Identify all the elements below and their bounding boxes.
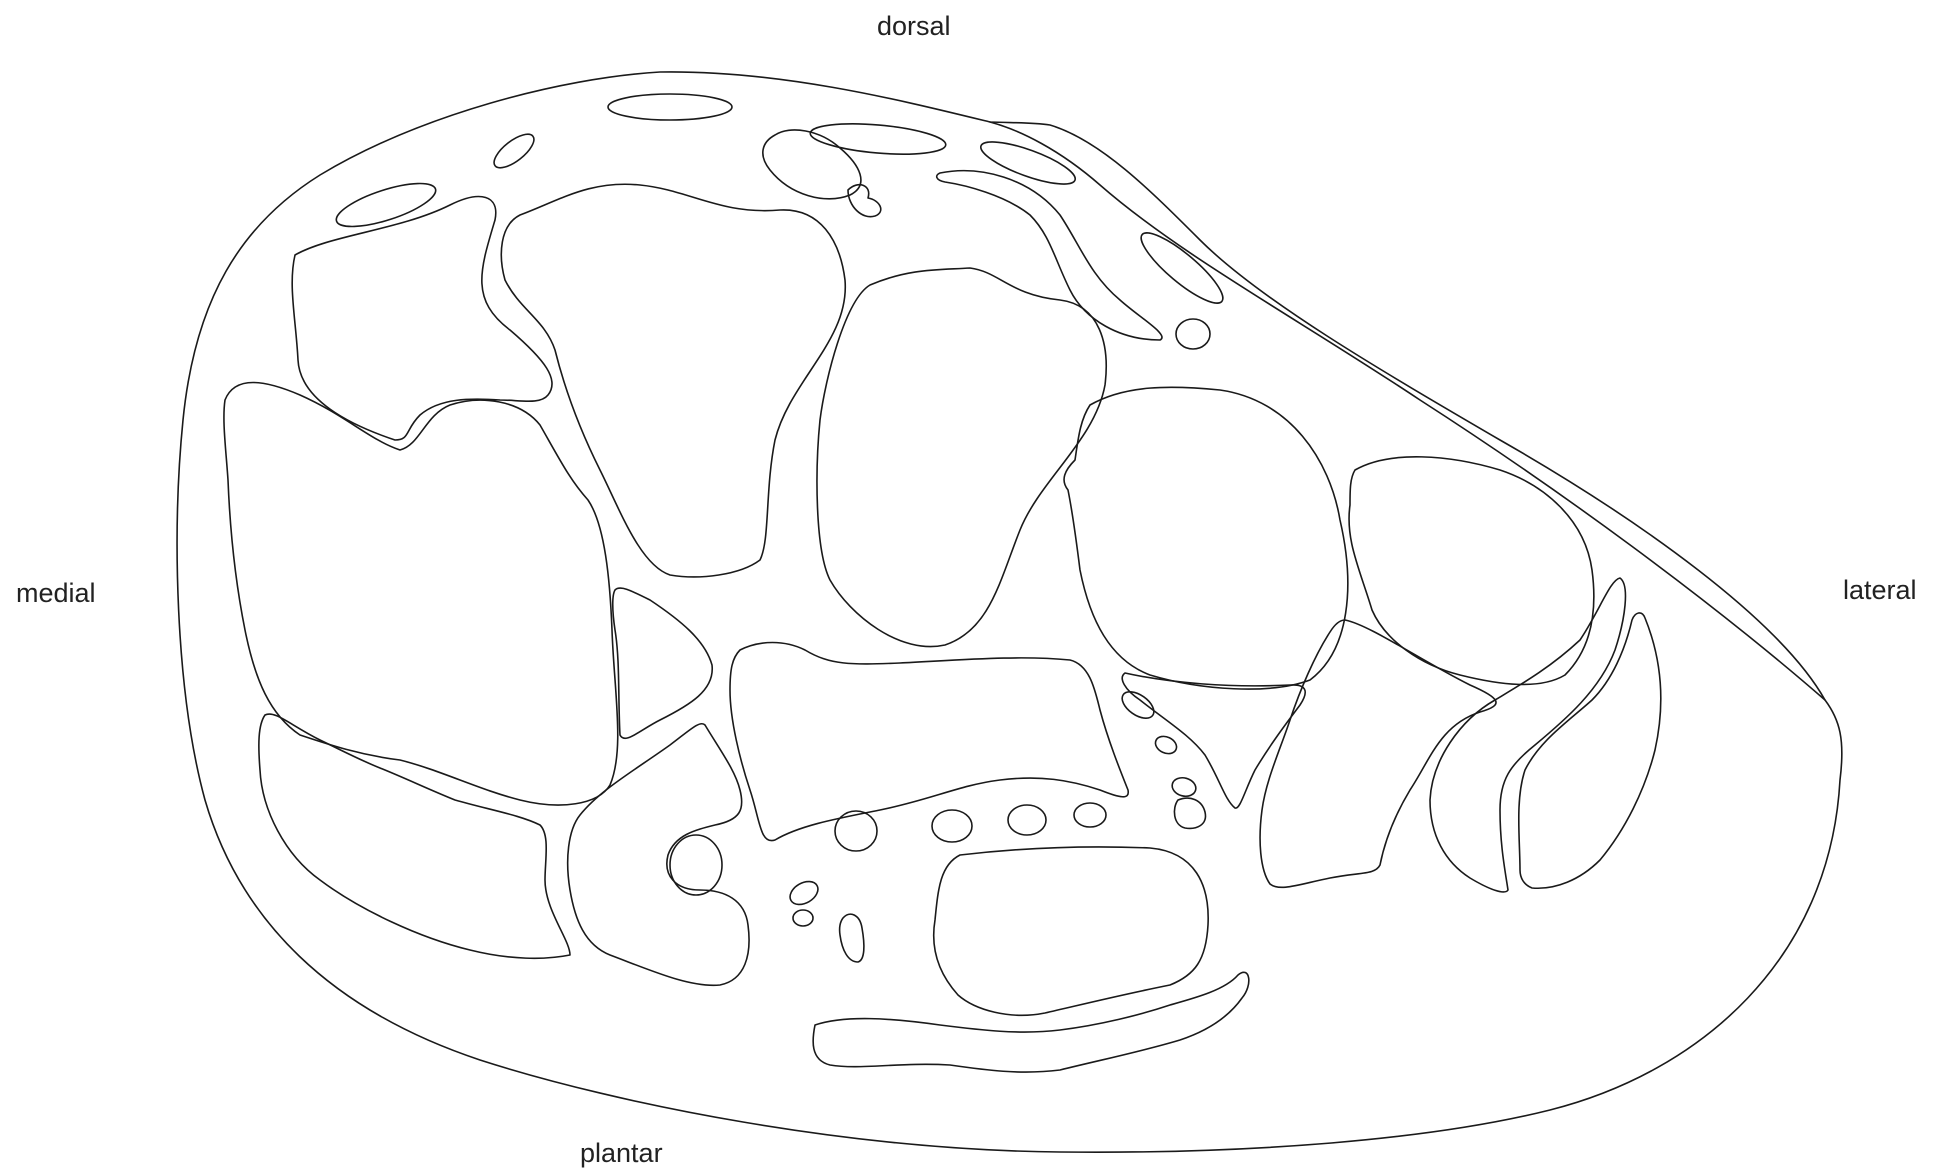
tendon-circle-plantar-4 [1074, 803, 1106, 827]
tendon-oval-central-1 [1118, 686, 1159, 723]
tendon-oval-dorsal-3 [977, 134, 1080, 193]
bone-central-horizontal [730, 643, 1128, 841]
bone-intermediate-cuneiform [501, 184, 845, 577]
orientation-label-dorsal: dorsal [877, 13, 951, 40]
plantar-tendon-sheath [813, 972, 1249, 1072]
bone-lateral-upper [1349, 457, 1594, 685]
tendon-circle-plantar-2 [932, 810, 972, 842]
bone-medial-large [224, 383, 618, 806]
tendon-circle-plantar-3 [1008, 805, 1046, 835]
bone-plantar-medial [259, 714, 570, 958]
tendon-circle-plantar-1 [835, 811, 877, 851]
dorsal-rounded-structure [763, 130, 861, 199]
orientation-label-plantar: plantar [580, 1140, 663, 1167]
tendon-oval-central-2 [1153, 733, 1180, 757]
lateral-tendon-band [1519, 613, 1661, 888]
outer-skin-contour [177, 72, 1842, 1152]
bone-small-triangle [613, 588, 712, 738]
bone-plantar-central [934, 847, 1208, 1015]
bone-plantar-hook [568, 724, 749, 986]
tendon-oval-lateral-dorsal [1133, 224, 1231, 312]
bone-wedge-central-lateral [1122, 673, 1305, 808]
bone-middle-large [817, 268, 1106, 647]
tendon-oval-medial-small [489, 128, 539, 173]
dorsal-small-bean [848, 185, 881, 217]
tendon-oval-central-4 [1174, 798, 1205, 828]
tendon-oval-dorsal-1 [608, 94, 732, 120]
tendon-oval-medial-dorsal [332, 175, 440, 236]
tendon-oval-plantar-c [840, 914, 864, 962]
bone-fifth-ray [1430, 578, 1625, 892]
dorsal-lateral-fascia-line [990, 122, 1825, 700]
orientation-label-lateral: lateral [1843, 577, 1917, 604]
tendon-oval-hook-inner [670, 835, 722, 895]
tendon-oval-central-3 [1170, 775, 1198, 799]
bone-cuboid-upper [1064, 387, 1348, 689]
dorsal-tendon-band [937, 171, 1162, 340]
tendon-oval-plantar-b [793, 910, 813, 926]
bone-lateral-lower [1260, 620, 1496, 887]
orientation-label-medial: medial [16, 580, 96, 607]
tendon-oval-plantar-a [786, 877, 822, 909]
bone-medial-upper [292, 197, 552, 440]
tendon-oval-dorsal-2 [809, 119, 947, 159]
tendon-oval-lateral-small [1176, 319, 1210, 349]
